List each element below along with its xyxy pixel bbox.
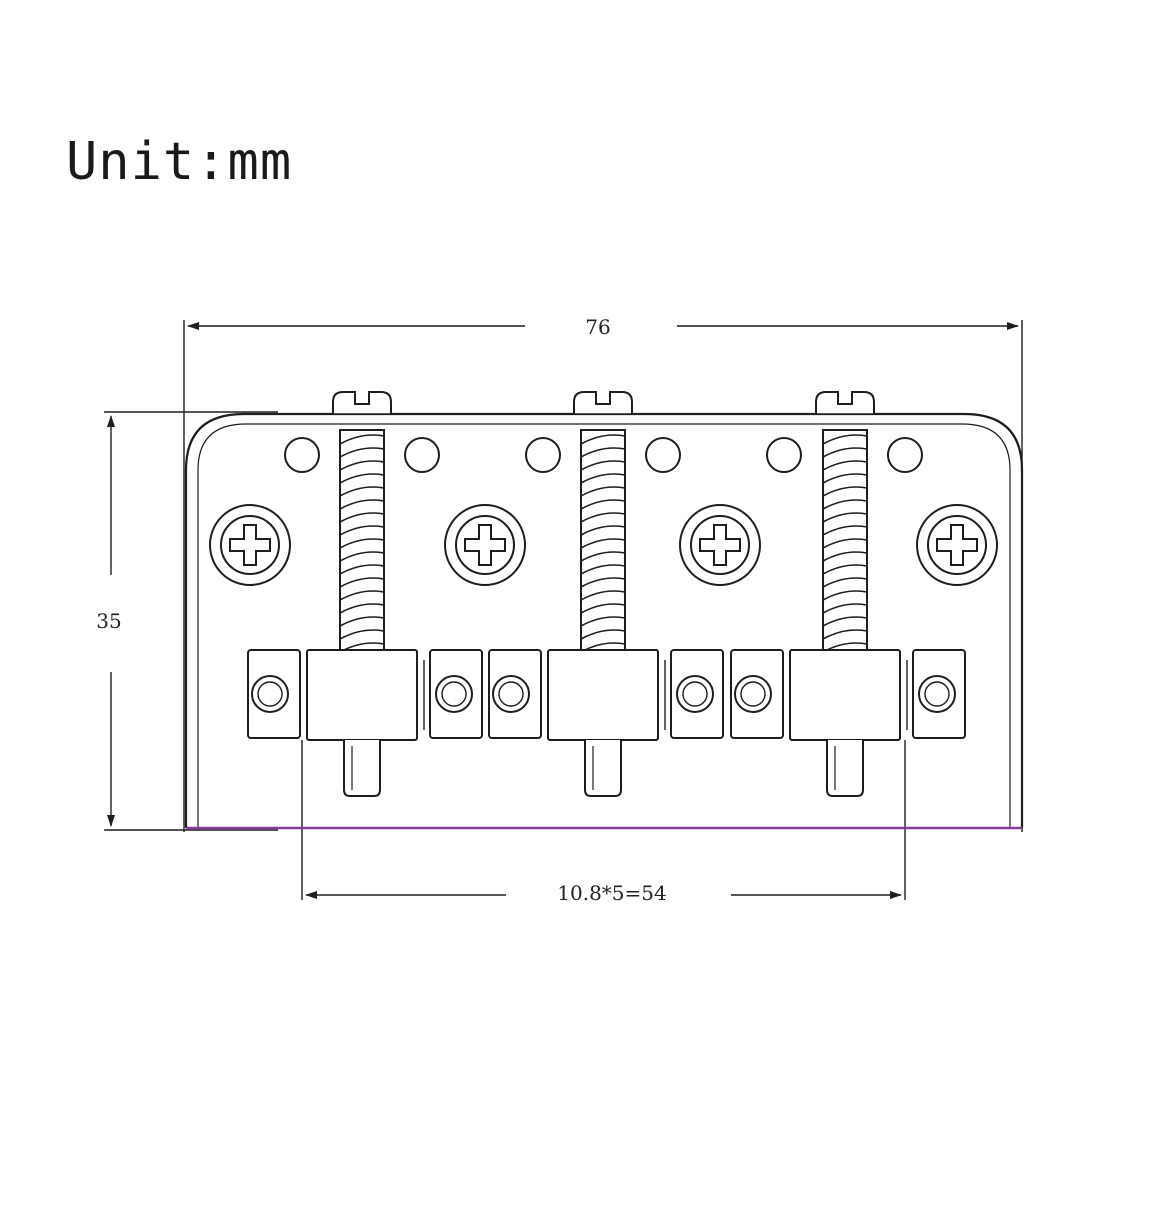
height-screw-inner bbox=[498, 681, 524, 707]
mounting-screws bbox=[209, 504, 998, 586]
saddle-pin bbox=[343, 740, 381, 797]
intonation-screw-head bbox=[332, 391, 392, 414]
height-screw-inner bbox=[682, 681, 708, 707]
saddle-assembly bbox=[488, 391, 724, 797]
string-hole bbox=[766, 437, 802, 473]
height-screw-inner bbox=[924, 681, 950, 707]
string-hole bbox=[887, 437, 923, 473]
height-dimension: 35 bbox=[96, 411, 278, 831]
saddle-assembly bbox=[730, 391, 966, 797]
saddle-pin bbox=[826, 740, 864, 797]
saddle-assemblies bbox=[247, 391, 966, 797]
saddle-pin bbox=[584, 740, 622, 797]
saddle-assembly bbox=[247, 391, 483, 797]
mounting-screw-icon bbox=[916, 504, 998, 586]
string-hole bbox=[404, 437, 440, 473]
unit-label: Unit:mm bbox=[66, 132, 293, 192]
mounting-screw-icon bbox=[209, 504, 291, 586]
saddle-center-block bbox=[547, 649, 659, 741]
height-screw-inner bbox=[257, 681, 283, 707]
mounting-screw-icon bbox=[444, 504, 526, 586]
saddle-center-block bbox=[306, 649, 418, 741]
spacing-dimension: 10.8*5=54 bbox=[301, 740, 906, 905]
string-holes bbox=[284, 437, 923, 473]
mounting-screw-icon bbox=[679, 504, 761, 586]
string-hole bbox=[284, 437, 320, 473]
height-value: 35 bbox=[96, 609, 121, 633]
height-screw-inner bbox=[441, 681, 467, 707]
screw-thread bbox=[822, 434, 868, 653]
string-hole bbox=[645, 437, 681, 473]
intonation-screw-head bbox=[815, 391, 875, 414]
string-hole bbox=[525, 437, 561, 473]
plate-inner-edge bbox=[197, 423, 1011, 828]
width-value: 76 bbox=[585, 315, 610, 339]
screw-thread bbox=[580, 434, 626, 653]
screw-thread bbox=[339, 434, 385, 653]
saddle-center-block bbox=[789, 649, 901, 741]
spacing-value: 10.8*5=54 bbox=[557, 881, 666, 905]
height-screw-inner bbox=[740, 681, 766, 707]
intonation-screw-head bbox=[573, 391, 633, 414]
